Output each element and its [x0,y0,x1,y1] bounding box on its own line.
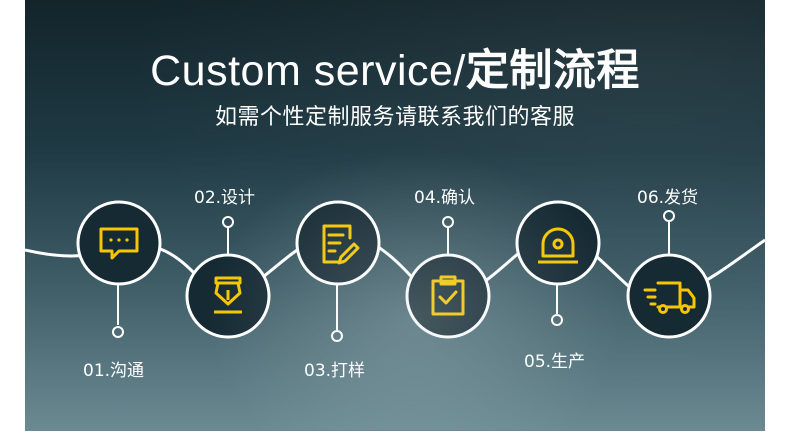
step-2-label: 02.设计 [194,188,256,208]
page-title: Custom service/定制流程 [25,36,765,98]
page-subtitle: 如需个性定制服务请联系我们的客服 [214,105,575,130]
clipboard-check-icon [431,275,465,316]
step-2-circle [185,253,271,339]
alarm-lamp-icon [538,227,578,264]
connector-step-5 [551,285,563,326]
document-edit-icon [322,224,360,265]
step-5-label: 05.生产 [524,352,586,372]
step-4-circle [405,253,491,339]
step-3-circle [295,200,381,286]
step-3-label: 03.打样 [304,361,366,381]
step-4-label: 04.确认 [414,188,476,208]
title-english: Custom service/ [150,47,466,95]
step-6-circle [626,253,712,339]
fountain-pen-icon [214,276,242,314]
step-1-label: 01.沟通 [83,361,145,381]
connector-step-2 [222,216,234,257]
connector-step-4 [442,216,454,257]
delivery-truck-icon [643,281,696,314]
process-banner: Custom service/定制流程 如需个性定制服务请联系我们的客服 [25,0,765,431]
step-5-circle [515,200,601,286]
title-chinese: 定制流程 [465,47,640,95]
chat-bubble-icon [99,227,139,260]
connector-step-3 [331,285,343,342]
step-6-label: 06.发货 [637,188,699,208]
step-1-circle [76,200,162,286]
connector-step-6 [663,210,675,257]
connector-step-1 [112,285,124,338]
